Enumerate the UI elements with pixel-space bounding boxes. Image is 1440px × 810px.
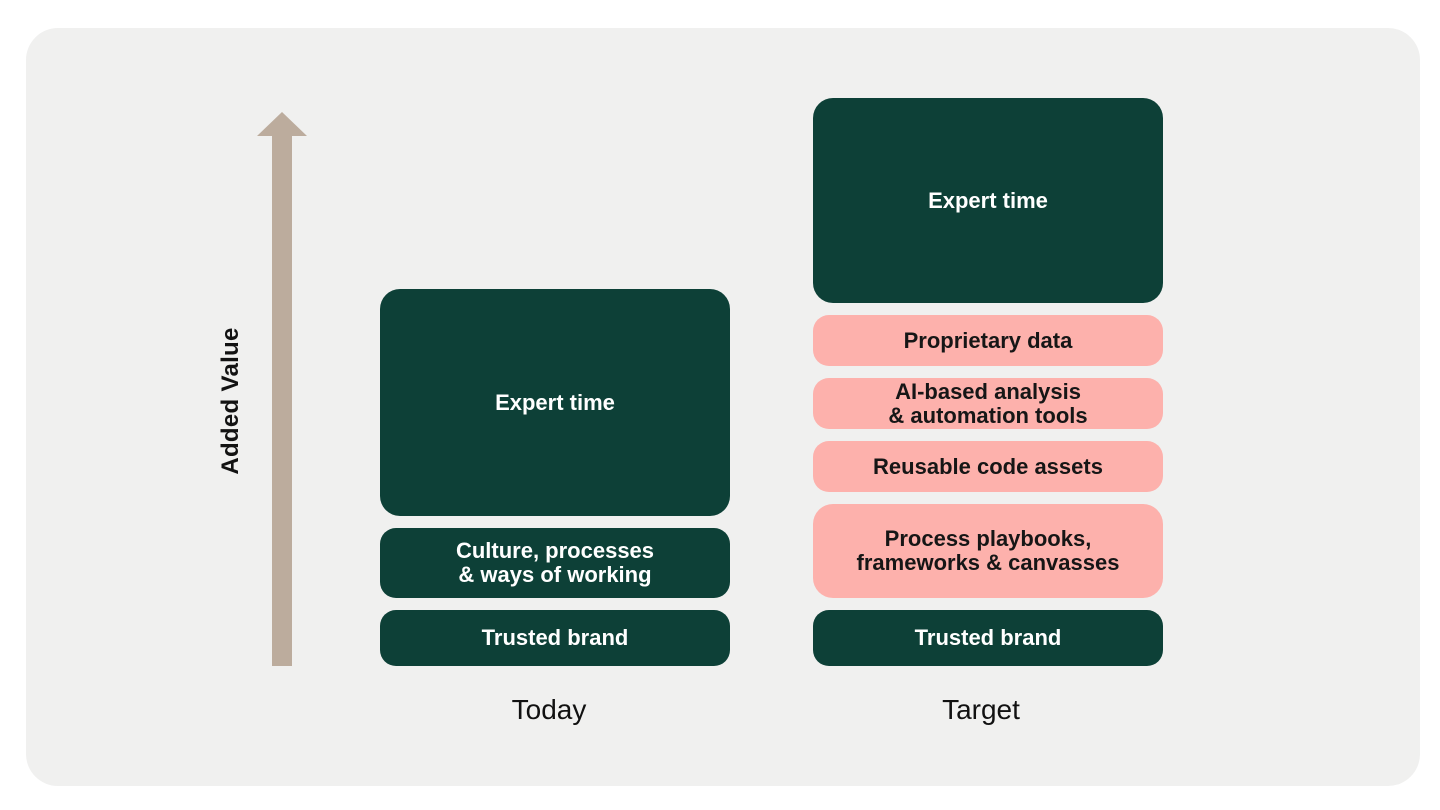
today-column-label: Today	[511, 694, 587, 725]
value-box-label: Trusted brand	[481, 625, 629, 650]
value-box-label: AI-based analysis & automation tools	[888, 378, 1088, 428]
value-box-today-culture-processes: Culture, processes & ways of working	[380, 528, 730, 598]
value-box-target-proprietary-data: Proprietary data	[813, 315, 1163, 366]
value-box-label: Expert time	[928, 187, 1048, 213]
added-value-axis-label: Added Value	[217, 327, 244, 475]
value-box-target-ai-analysis-tools: AI-based analysis & automation tools	[813, 378, 1163, 429]
value-box-target-trusted-brand: Trusted brand	[813, 610, 1163, 666]
up-arrow-head-icon	[257, 112, 307, 136]
value-box-target-reusable-code-assets: Reusable code assets	[813, 441, 1163, 492]
up-arrow-shaft	[272, 135, 292, 666]
value-box-label: Proprietary data	[903, 327, 1073, 353]
value-box-label: Reusable code assets	[873, 453, 1103, 479]
today-column: Expert time Culture, processes & ways of…	[380, 289, 730, 666]
value-box-label: Culture, processes & ways of working	[455, 538, 655, 587]
value-box-today-trusted-brand: Trusted brand	[380, 610, 730, 666]
target-column-label: Target	[942, 694, 1020, 725]
value-box-label: Trusted brand	[914, 625, 1062, 650]
value-box-today-expert-time: Expert time	[380, 289, 730, 516]
value-box-label: Process playbooks, frameworks & canvasse…	[856, 526, 1120, 575]
value-box-target-process-playbooks: Process playbooks, frameworks & canvasse…	[813, 504, 1163, 598]
value-box-label: Expert time	[495, 389, 615, 415]
target-column: Expert time Proprietary data AI-based an…	[813, 98, 1163, 666]
value-box-target-expert-time: Expert time	[813, 98, 1163, 303]
